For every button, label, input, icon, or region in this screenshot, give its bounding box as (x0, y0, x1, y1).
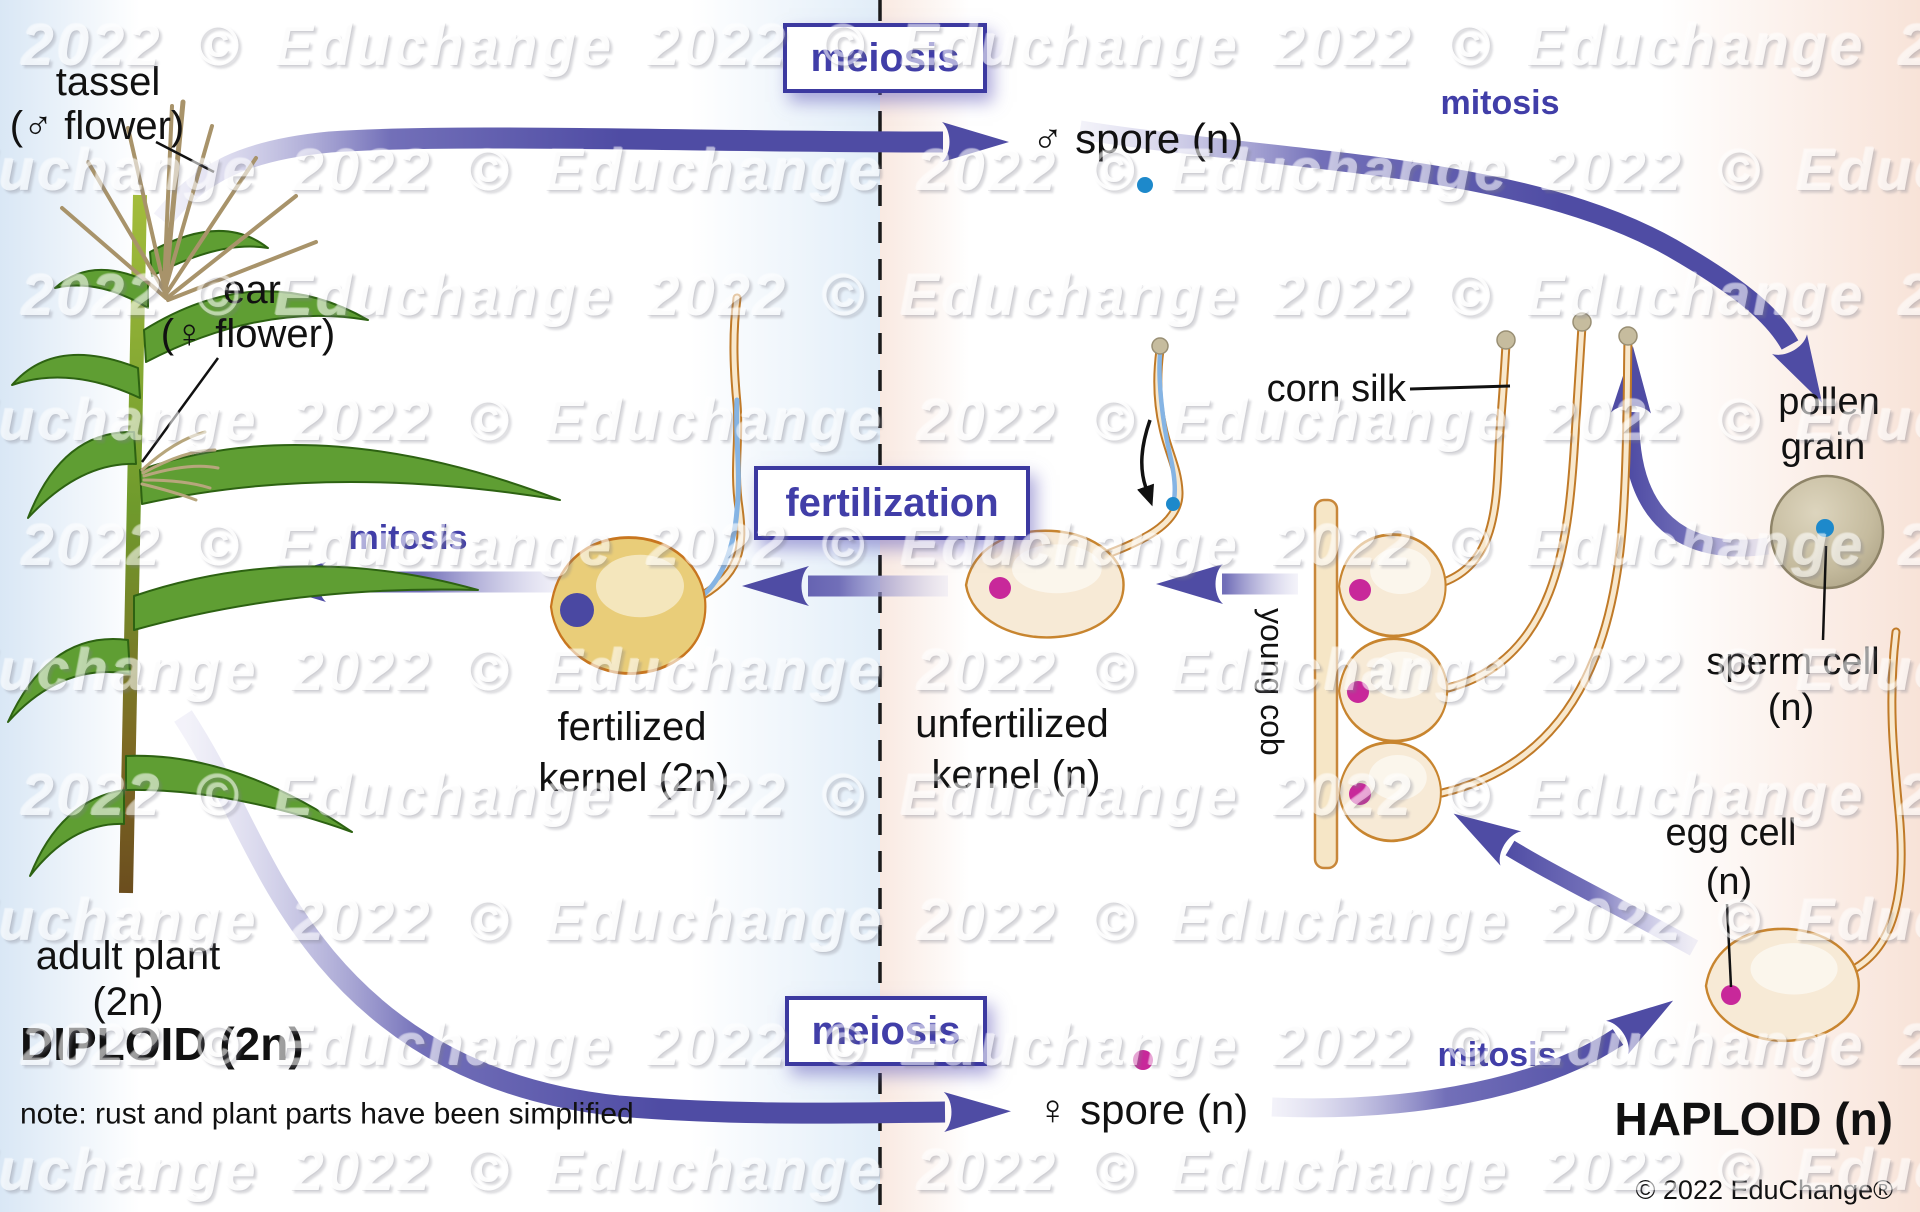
meiosis-box-bottom: meiosis (785, 996, 987, 1066)
fertilized-kernel-label-line2: kernel (2n) (538, 756, 730, 800)
egg-cell-kernel (1704, 927, 1860, 1043)
egg-cell-pointer-line (1725, 903, 1733, 988)
corn-silks (689, 293, 1906, 975)
kernels (549, 529, 1860, 1043)
arrow-mitosis-spore-to-egg (1271, 1000, 1674, 1118)
unfertilized-kernel (964, 529, 1125, 639)
arrow-pollen-to-silk (1610, 346, 1770, 557)
gamete-dots (560, 177, 1834, 1070)
tassel-male-flower (60, 99, 318, 302)
ear-label-line1: ear (223, 268, 281, 312)
tassel-label-line2: (♂ flower) (9, 104, 185, 148)
ear-pointer-line (140, 357, 220, 463)
cycle-arrows (153, 120, 1823, 1133)
fertilization-box: fertilization (754, 466, 1030, 540)
sperm-travel-arrow (1137, 419, 1155, 507)
male-spore-dot (1137, 177, 1153, 193)
egg-cell-dot (1721, 985, 1741, 1005)
cob-kernel-3 (1337, 741, 1442, 843)
cob-egg-dot-1 (1349, 579, 1371, 601)
corn-silk-label: corn silk (1266, 368, 1406, 411)
meiosis-bottom-label: meiosis (811, 1008, 961, 1053)
arrow-plant-to-female-spore (174, 710, 1011, 1133)
mitosis-label-bottom: mitosis (1437, 1036, 1557, 1075)
ear-female-flower-silk-tuft (140, 430, 220, 502)
meiosis-top-label: meiosis (810, 35, 960, 80)
pollen-grain-label-line2: grain (1780, 426, 1866, 469)
pointer-lines (140, 140, 1828, 988)
silk-tips (1151, 312, 1638, 355)
sperm-in-silk-dot (1166, 497, 1180, 511)
cob-egg-dot-3 (1349, 783, 1371, 805)
sperm-cell-pointer-line (1821, 545, 1828, 641)
female-spore-label: ♀ spore (n) (1037, 1085, 1249, 1133)
copyright-notice: © 2022 EduChange® (1635, 1174, 1893, 1205)
unfertilized-egg-dot (989, 577, 1011, 599)
arrow-mitosis-spore-to-pollen (1078, 120, 1823, 403)
corn-silk-pointer-line (1409, 384, 1511, 391)
tassel-label-line1: tassel (55, 60, 161, 104)
mitosis-label-top: mitosis (1440, 84, 1560, 123)
sperm-cell-dot (1816, 519, 1834, 537)
pollen-tube-fertilized (699, 397, 741, 599)
corn-plant (7, 99, 561, 894)
cob-egg-dot-2 (1347, 681, 1369, 703)
simplification-note: note: rust and plant parts have been sim… (20, 1097, 634, 1131)
adult-plant-label-line2: (2n) (92, 980, 164, 1024)
meiosis-box-top: meiosis (783, 23, 987, 93)
arrow-plant-to-male-spore (153, 121, 1009, 227)
mitosis-label-left: mitosis (348, 519, 468, 558)
young-cob-label: young cob (1254, 608, 1290, 756)
sperm-cell-label-line1: sperm cell (1706, 641, 1880, 684)
cob-kernel-2 (1338, 637, 1449, 743)
haploid-phase-label: HAPLOID (n) (1614, 1092, 1893, 1145)
tassel-pointer-line (155, 140, 215, 174)
fertilized-kernel-label-line1: fertilized (557, 705, 707, 749)
fertilized-kernel (549, 536, 707, 675)
cob-kernel-1 (1338, 533, 1447, 638)
female-spore-dot (1133, 1050, 1153, 1070)
diploid-phase-label: DIPLOID (2n) (20, 1017, 304, 1070)
fertilization-label: fertilization (785, 480, 999, 525)
pollen-tube-in-silk (1157, 351, 1178, 503)
egg-cell-label-line2: (n) (1705, 861, 1753, 904)
zygote-nucleus-dot (560, 593, 594, 627)
pollen-grain-label-line1: pollen (1778, 381, 1880, 424)
arrow-egg-kernel-to-cob (1453, 813, 1699, 956)
ear-label-line2: (♀ flower) (160, 312, 336, 356)
unfertilized-kernel-label-line2: kernel (n) (931, 753, 1101, 797)
egg-cell-label-line1: egg cell (1665, 812, 1797, 855)
unfertilized-kernel-label-line1: unfertilized (915, 702, 1109, 746)
sperm-cell-label-line2: (n) (1767, 687, 1815, 730)
young-cob-stalk (1313, 498, 1339, 870)
male-spore-label: ♂ spore (n) (1032, 114, 1244, 162)
adult-plant-label-line1: adult plant (35, 934, 221, 978)
